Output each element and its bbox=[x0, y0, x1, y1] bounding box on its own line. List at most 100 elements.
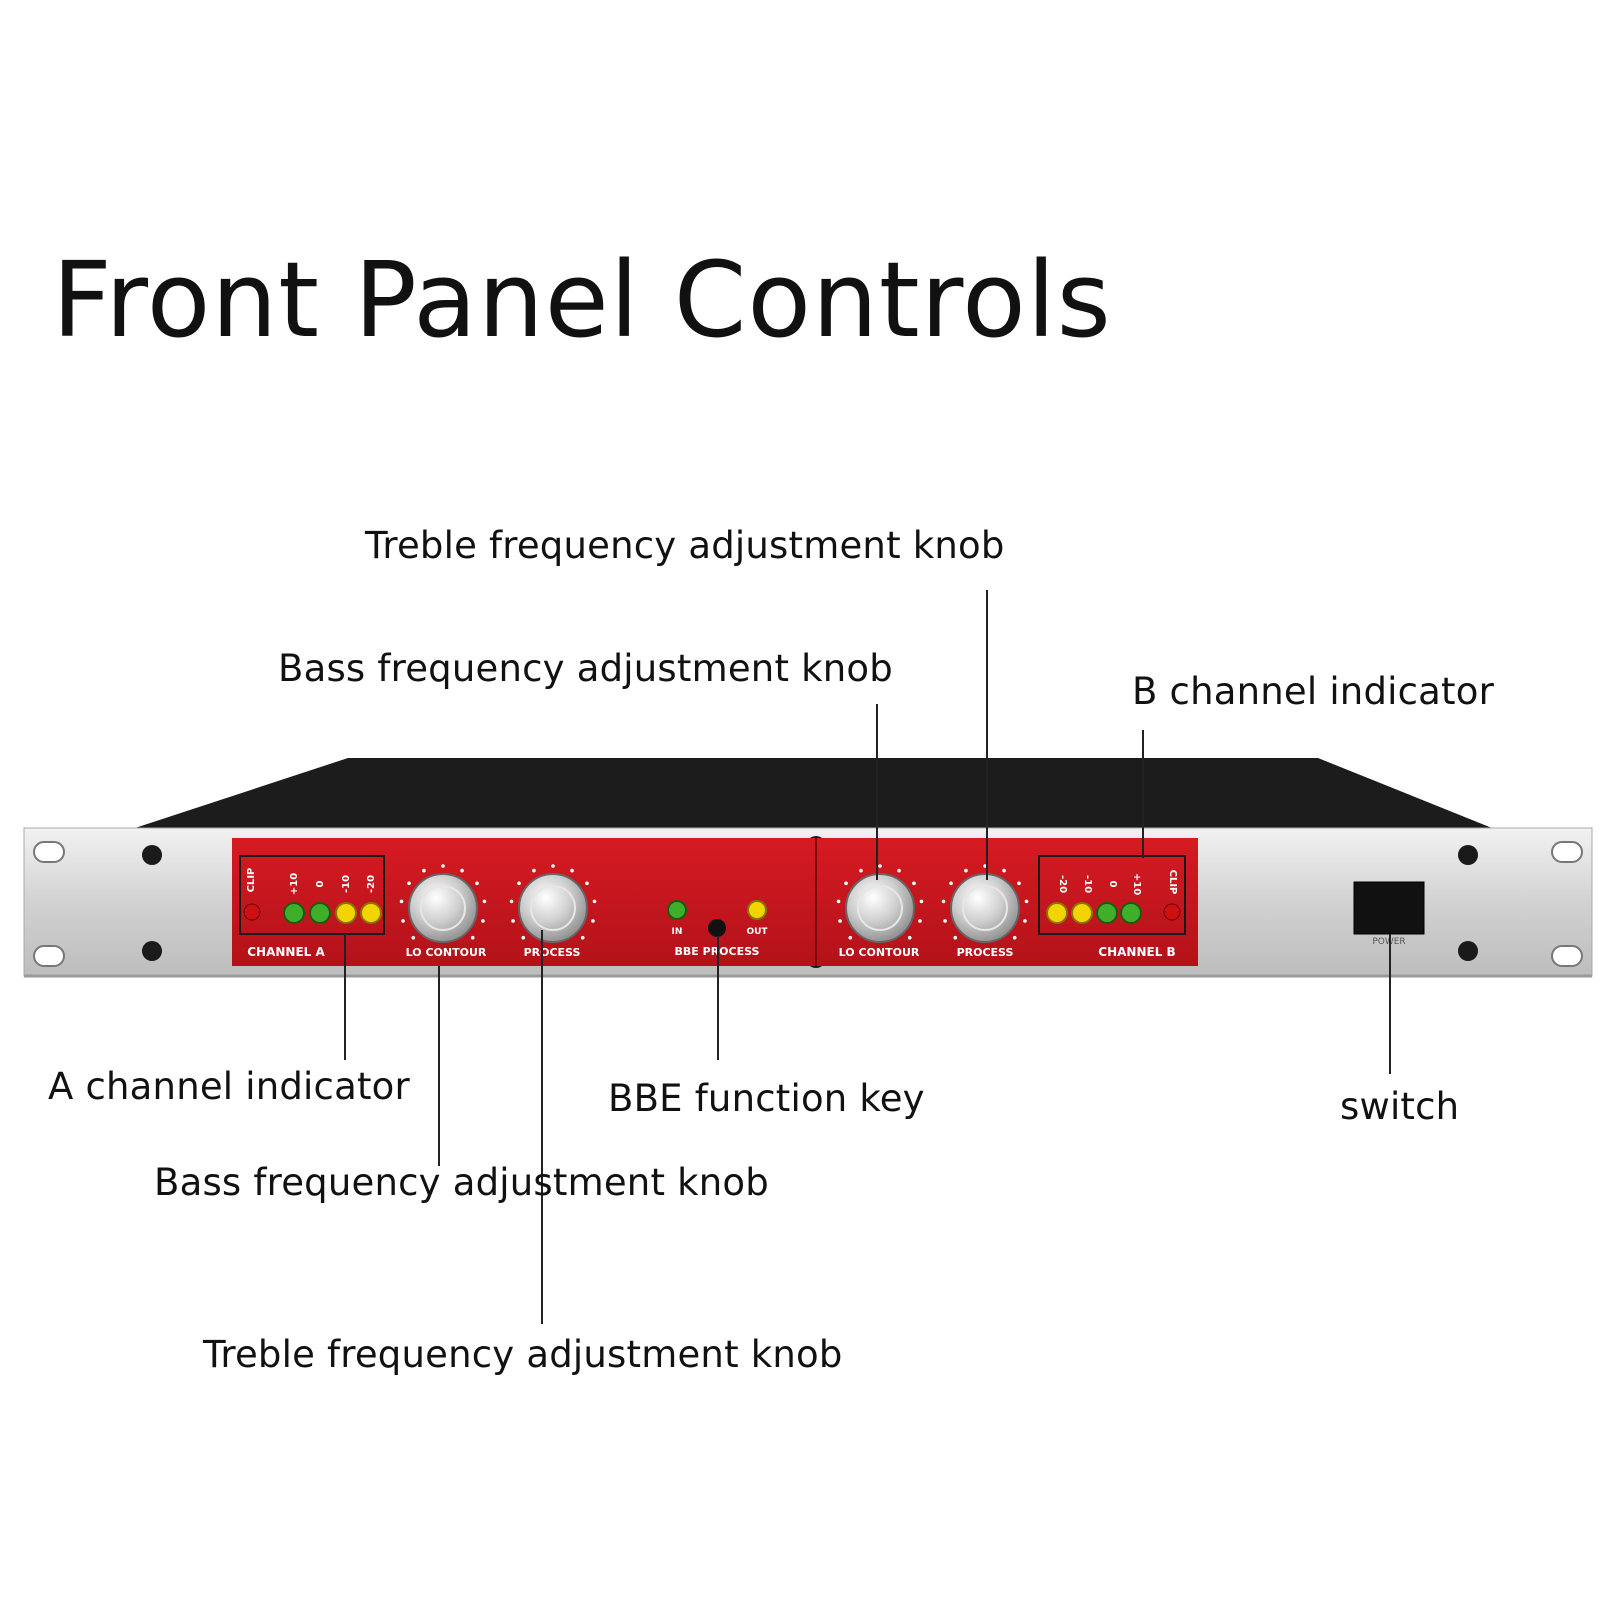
knob-scale-dot bbox=[1002, 868, 1006, 873]
knob-scale-dot bbox=[953, 935, 958, 940]
lo-contour-label-a: LO CONTOUR bbox=[406, 946, 487, 959]
clip-led-a bbox=[243, 903, 261, 921]
leader-bass-top bbox=[876, 704, 878, 880]
knob-scale-dot bbox=[1024, 899, 1029, 904]
clip-led-b bbox=[1163, 903, 1181, 921]
knob-scale-dot bbox=[919, 899, 924, 904]
bbe-out-led bbox=[747, 900, 767, 920]
callout-a-channel: A channel indicator bbox=[48, 1065, 410, 1108]
meter-a-scale: +10 0 -10 -20 bbox=[289, 873, 377, 895]
callout-treble-top: Treble frequency adjustment knob bbox=[365, 524, 1005, 567]
out-label: OUT bbox=[746, 927, 768, 937]
process-knob-a[interactable] bbox=[518, 873, 588, 943]
knob-scale-dot bbox=[509, 899, 514, 904]
leader-switch bbox=[1389, 934, 1391, 1074]
channel-a-label: CHANNEL A bbox=[247, 945, 325, 959]
clip-label-a: CLIP bbox=[246, 868, 257, 893]
knob-scale-dot bbox=[964, 868, 968, 873]
meter-b-leds bbox=[1046, 902, 1142, 924]
knob-scale-dot bbox=[470, 935, 475, 940]
channel-b-meter-box bbox=[1038, 855, 1186, 935]
knob-scale-dot bbox=[407, 881, 411, 886]
knob-scale-dot bbox=[441, 864, 445, 868]
knob-scale-dot bbox=[551, 864, 555, 868]
knob-scale-dot bbox=[592, 899, 597, 904]
knob-scale-dot bbox=[838, 919, 842, 923]
knob-scale-dot bbox=[532, 868, 536, 873]
knob-scale-dot bbox=[517, 881, 521, 886]
knob-scale-dot bbox=[482, 899, 487, 904]
channel-a-meter-box bbox=[239, 855, 385, 935]
lo-contour-label-b: LO CONTOUR bbox=[839, 946, 920, 959]
svg-text:0: 0 bbox=[1107, 881, 1118, 888]
knob-scale-dot bbox=[580, 935, 585, 940]
knob-scale-dot bbox=[570, 868, 574, 873]
rack-ear-slots bbox=[33, 841, 1583, 967]
knob-scale-dot bbox=[941, 899, 946, 904]
leader-bbe-key bbox=[717, 936, 719, 1060]
callout-b-channel: B channel indicator bbox=[1132, 670, 1494, 713]
knob-scale-dot bbox=[844, 881, 848, 886]
knob-scale-dot bbox=[943, 919, 947, 923]
leader-bass-bottom bbox=[438, 966, 440, 1166]
knob-scale-dot bbox=[422, 868, 426, 873]
clip-label-b: CLIP bbox=[1167, 870, 1178, 895]
knob-scale-dot bbox=[481, 919, 485, 923]
leader-treble-top bbox=[986, 590, 988, 880]
meter-a-leds bbox=[283, 902, 382, 924]
leader-b-channel bbox=[1142, 730, 1144, 858]
knob-scale-dot bbox=[511, 919, 515, 923]
knob-scale-dot bbox=[585, 881, 589, 886]
knob-scale-dot bbox=[918, 919, 922, 923]
knob-ticks bbox=[399, 864, 1029, 940]
svg-text:-20: -20 bbox=[1057, 875, 1068, 893]
knob-scale-dot bbox=[907, 935, 912, 940]
callout-switch: switch bbox=[1340, 1085, 1460, 1128]
chassis-top bbox=[135, 758, 1492, 828]
meter-b-scale: -20 -10 0 +10 bbox=[1057, 873, 1142, 895]
page-title: Front Panel Controls bbox=[52, 239, 1112, 361]
in-label: IN bbox=[672, 927, 683, 937]
lo-contour-knob-b[interactable] bbox=[845, 873, 915, 943]
knob-scale-dot bbox=[591, 919, 595, 923]
knob-scale-dot bbox=[1023, 919, 1027, 923]
svg-text:+10: +10 bbox=[289, 873, 300, 895]
power-switch[interactable] bbox=[1353, 881, 1425, 935]
svg-text:-10: -10 bbox=[341, 875, 352, 893]
leader-treble-bottom bbox=[541, 930, 543, 1324]
knob-scale-dot bbox=[836, 899, 841, 904]
process-label-b: PROCESS bbox=[957, 946, 1014, 959]
process-label-a: PROCESS bbox=[524, 946, 581, 959]
knob-scale-dot bbox=[949, 881, 953, 886]
knob-scale-dot bbox=[521, 935, 526, 940]
lo-contour-knob-a[interactable] bbox=[408, 873, 478, 943]
callout-treble-bottom: Treble frequency adjustment knob bbox=[203, 1333, 843, 1376]
bbe-process-button[interactable] bbox=[708, 919, 726, 937]
callout-bass-bottom: Bass frequency adjustment knob bbox=[154, 1161, 769, 1204]
knob-scale-dot bbox=[912, 881, 916, 886]
knob-scale-dot bbox=[983, 864, 987, 868]
knob-scale-dot bbox=[399, 899, 404, 904]
knob-scale-dot bbox=[411, 935, 416, 940]
svg-text:+10: +10 bbox=[1131, 873, 1142, 895]
knob-scale-dot bbox=[897, 868, 901, 873]
knob-scale-dot bbox=[475, 881, 479, 886]
svg-text:0: 0 bbox=[315, 880, 326, 887]
knob-scale-dot bbox=[1012, 935, 1017, 940]
knob-scale-dot bbox=[878, 864, 882, 868]
knob-scale-dot bbox=[460, 868, 464, 873]
knob-scale-dot bbox=[401, 919, 405, 923]
svg-text:-10: -10 bbox=[1082, 875, 1093, 893]
knob-scale-dot bbox=[848, 935, 853, 940]
callout-bass-top: Bass frequency adjustment knob bbox=[278, 647, 893, 690]
bbe-in-led bbox=[667, 900, 687, 920]
red-control-panel bbox=[232, 838, 1198, 966]
leader-a-channel bbox=[344, 934, 346, 1060]
process-knob-b[interactable] bbox=[950, 873, 1020, 943]
knob-scale-dot bbox=[1017, 881, 1021, 886]
knob-scale-dot bbox=[859, 868, 863, 873]
svg-text:-20: -20 bbox=[366, 875, 377, 893]
callout-bbe-key: BBE function key bbox=[608, 1077, 925, 1120]
channel-b-label: CHANNEL B bbox=[1098, 945, 1175, 959]
